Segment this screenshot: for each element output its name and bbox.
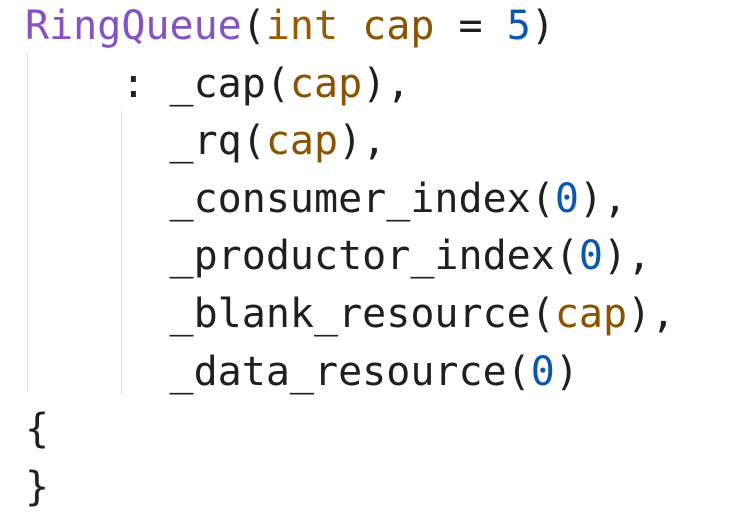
- code-line[interactable]: : _cap(cap),: [25, 55, 410, 113]
- code-token-plain: _rq: [169, 118, 242, 165]
- code-token-plain: ): [530, 3, 555, 49]
- code-token-plain: (: [506, 348, 531, 395]
- code-line[interactable]: RingQueue(int cap = 5): [25, 0, 555, 55]
- code-line[interactable]: _blank_resource(cap),: [25, 285, 676, 343]
- code-token-plain: ),: [338, 118, 387, 165]
- code-token-plain: _consumer_index: [169, 175, 531, 222]
- code-token-plain: (: [265, 60, 290, 107]
- code-token-plain: ): [554, 348, 579, 395]
- code-token-plain: ),: [627, 291, 676, 337]
- code-line[interactable]: }: [25, 458, 49, 516]
- code-line[interactable]: _rq(cap),: [25, 112, 387, 170]
- code-token-plain: (: [241, 118, 266, 165]
- code-token-plain: (: [530, 175, 555, 222]
- code-token-plain: :: [121, 60, 170, 107]
- code-indent: [25, 176, 170, 222]
- code-token-plain: _blank_resource: [169, 291, 531, 337]
- code-indent: [25, 233, 170, 279]
- code-indent: [25, 118, 170, 164]
- code-line[interactable]: {: [25, 400, 49, 458]
- code-token-num: 0: [530, 348, 555, 395]
- code-line[interactable]: _productor_index(0),: [25, 227, 652, 285]
- code-token-plain: {: [25, 406, 50, 453]
- code-token-plain: (: [530, 291, 555, 337]
- code-line[interactable]: _data_resource(0): [25, 343, 579, 401]
- code-line[interactable]: _consumer_index(0),: [25, 170, 628, 228]
- code-token-plain: _data_resource: [169, 348, 507, 395]
- code-token-plain: =: [434, 3, 507, 49]
- code-token-plain: (: [241, 3, 266, 49]
- code-token-num: 0: [554, 175, 579, 222]
- code-token-plain: (: [554, 233, 579, 280]
- indent-guide-inner: [121, 110, 122, 395]
- code-token-num: 0: [578, 233, 603, 280]
- code-indent: [25, 349, 170, 395]
- code-token-plain: _productor_index: [169, 233, 555, 280]
- code-token-plain: _cap: [169, 60, 266, 107]
- code-token-param: cap: [265, 118, 339, 165]
- code-token-plain: [338, 3, 362, 49]
- code-token-num: 5: [506, 3, 531, 49]
- code-token-name: RingQueue: [25, 3, 242, 49]
- code-token-plain: ),: [578, 175, 628, 222]
- code-token-param: cap: [554, 291, 628, 337]
- code-indent: [25, 291, 170, 337]
- code-token-type: int: [265, 3, 339, 49]
- code-indent: [25, 61, 121, 107]
- code-token-param: cap: [289, 60, 363, 107]
- code-token-param: cap: [362, 3, 435, 49]
- code-token-plain: }: [25, 463, 50, 510]
- code-token-plain: ),: [362, 60, 411, 107]
- code-token-plain: ),: [603, 233, 652, 280]
- indent-guide-outer: [27, 52, 28, 392]
